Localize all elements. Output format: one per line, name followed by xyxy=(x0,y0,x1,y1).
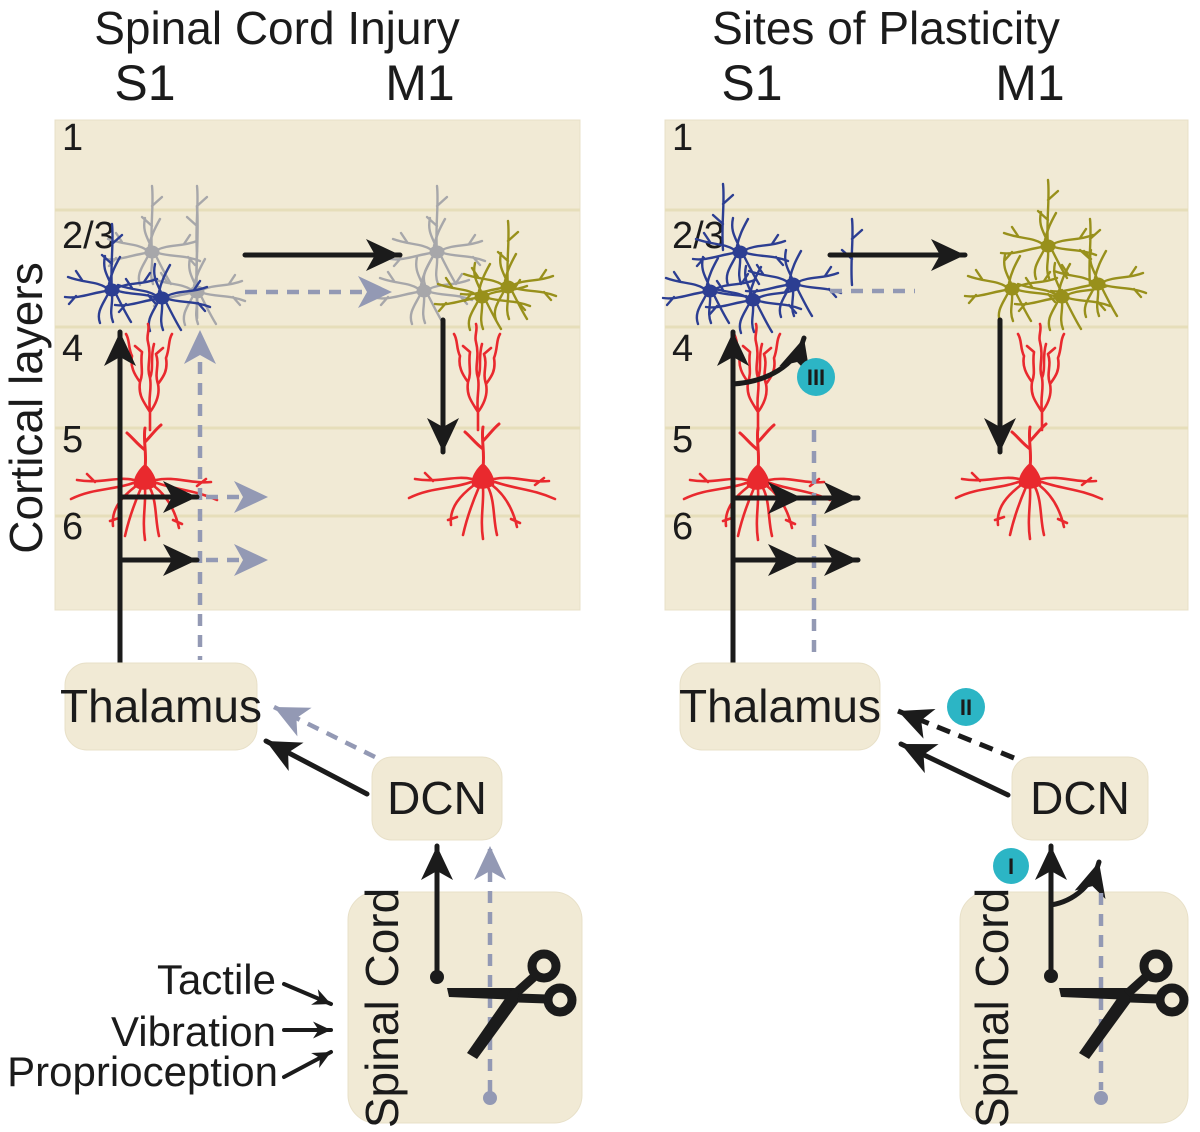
svg-text:2/3: 2/3 xyxy=(672,215,725,257)
right-cortex-panel xyxy=(664,119,1189,611)
right-dcn-label: DCN xyxy=(1030,772,1130,824)
left-s1-column-label: S1 xyxy=(114,55,175,111)
right-spinal-cord-label: Spinal Cord xyxy=(966,888,1018,1128)
right-m1-column-label: M1 xyxy=(995,55,1064,111)
left-cortex-panel xyxy=(54,119,581,611)
left-dcn-to-thalamus-arrow xyxy=(263,738,370,797)
left-thalamus-label: Thalamus xyxy=(60,680,262,732)
left-layer-labels: 1 2/3 4 5 6 xyxy=(62,117,115,548)
right-panel-title: Sites of Plasticity xyxy=(712,2,1060,54)
left-panel-spinal-cord-injury: Spinal Cord Injury S1 M1 1 2/3 4 5 6 xyxy=(7,2,583,1128)
svg-text:4: 4 xyxy=(62,328,83,370)
left-layer-boundaries xyxy=(55,208,580,518)
svg-text:5: 5 xyxy=(62,419,83,461)
left-dcn-label: DCN xyxy=(387,772,487,824)
tactile-label: Tactile xyxy=(157,956,276,1003)
svg-text:II: II xyxy=(960,695,972,720)
svg-text:6: 6 xyxy=(62,506,83,548)
right-spinal-cord-box xyxy=(959,891,1189,1124)
svg-text:I: I xyxy=(1008,854,1014,879)
svg-text:1: 1 xyxy=(62,117,83,159)
vibration-label: Vibration xyxy=(111,1008,276,1055)
left-spinal-cord-box xyxy=(347,891,583,1124)
right-dcn-box xyxy=(1011,756,1149,841)
left-thalamus-box xyxy=(64,662,258,751)
afferent-input-labels: Tactile Vibration Proprioception xyxy=(7,956,333,1095)
right-spinal-sprouting-branch-arrow xyxy=(1048,859,1106,908)
right-dcn-to-thalamus-plastic-dashed-arrow xyxy=(897,708,1015,761)
left-m1-column-label: M1 xyxy=(385,55,454,111)
left-dcn-to-thalamus-lost-dashed xyxy=(273,704,376,760)
right-sprouting-branch-arrow xyxy=(730,335,811,387)
plasticity-site-III-badge: III xyxy=(797,358,835,396)
svg-text:5: 5 xyxy=(672,419,693,461)
left-panel-title: Spinal Cord Injury xyxy=(94,2,460,54)
plasticity-site-II-badge: II xyxy=(947,688,985,726)
plasticity-site-I-badge: I xyxy=(993,848,1029,884)
right-thalamus-box xyxy=(679,662,881,751)
svg-text:1: 1 xyxy=(672,117,693,159)
svg-text:4: 4 xyxy=(672,328,693,370)
right-s1-column-label: S1 xyxy=(721,55,782,111)
right-layer-labels: 1 2/3 4 5 6 xyxy=(672,117,725,548)
proprioception-label: Proprioception xyxy=(7,1048,278,1095)
right-thalamus-label: Thalamus xyxy=(679,680,881,732)
left-dcn-box xyxy=(371,756,503,841)
right-severed-pathway-origin-dot xyxy=(1094,1091,1108,1105)
left-spinal-cord-label: Spinal Cord xyxy=(356,888,408,1128)
svg-text:III: III xyxy=(807,365,825,390)
cortical-layers-axis-label: Cortical layers xyxy=(0,262,52,553)
left-severed-pathway-origin-dot xyxy=(483,1091,497,1105)
svg-text:6: 6 xyxy=(672,506,693,548)
right-dcn-to-thalamus-arrow xyxy=(898,741,1011,798)
svg-text:2/3: 2/3 xyxy=(62,215,115,257)
right-panel-sites-of-plasticity: Sites of Plasticity S1 M1 1 2/3 4 5 6 xyxy=(661,2,1189,1128)
